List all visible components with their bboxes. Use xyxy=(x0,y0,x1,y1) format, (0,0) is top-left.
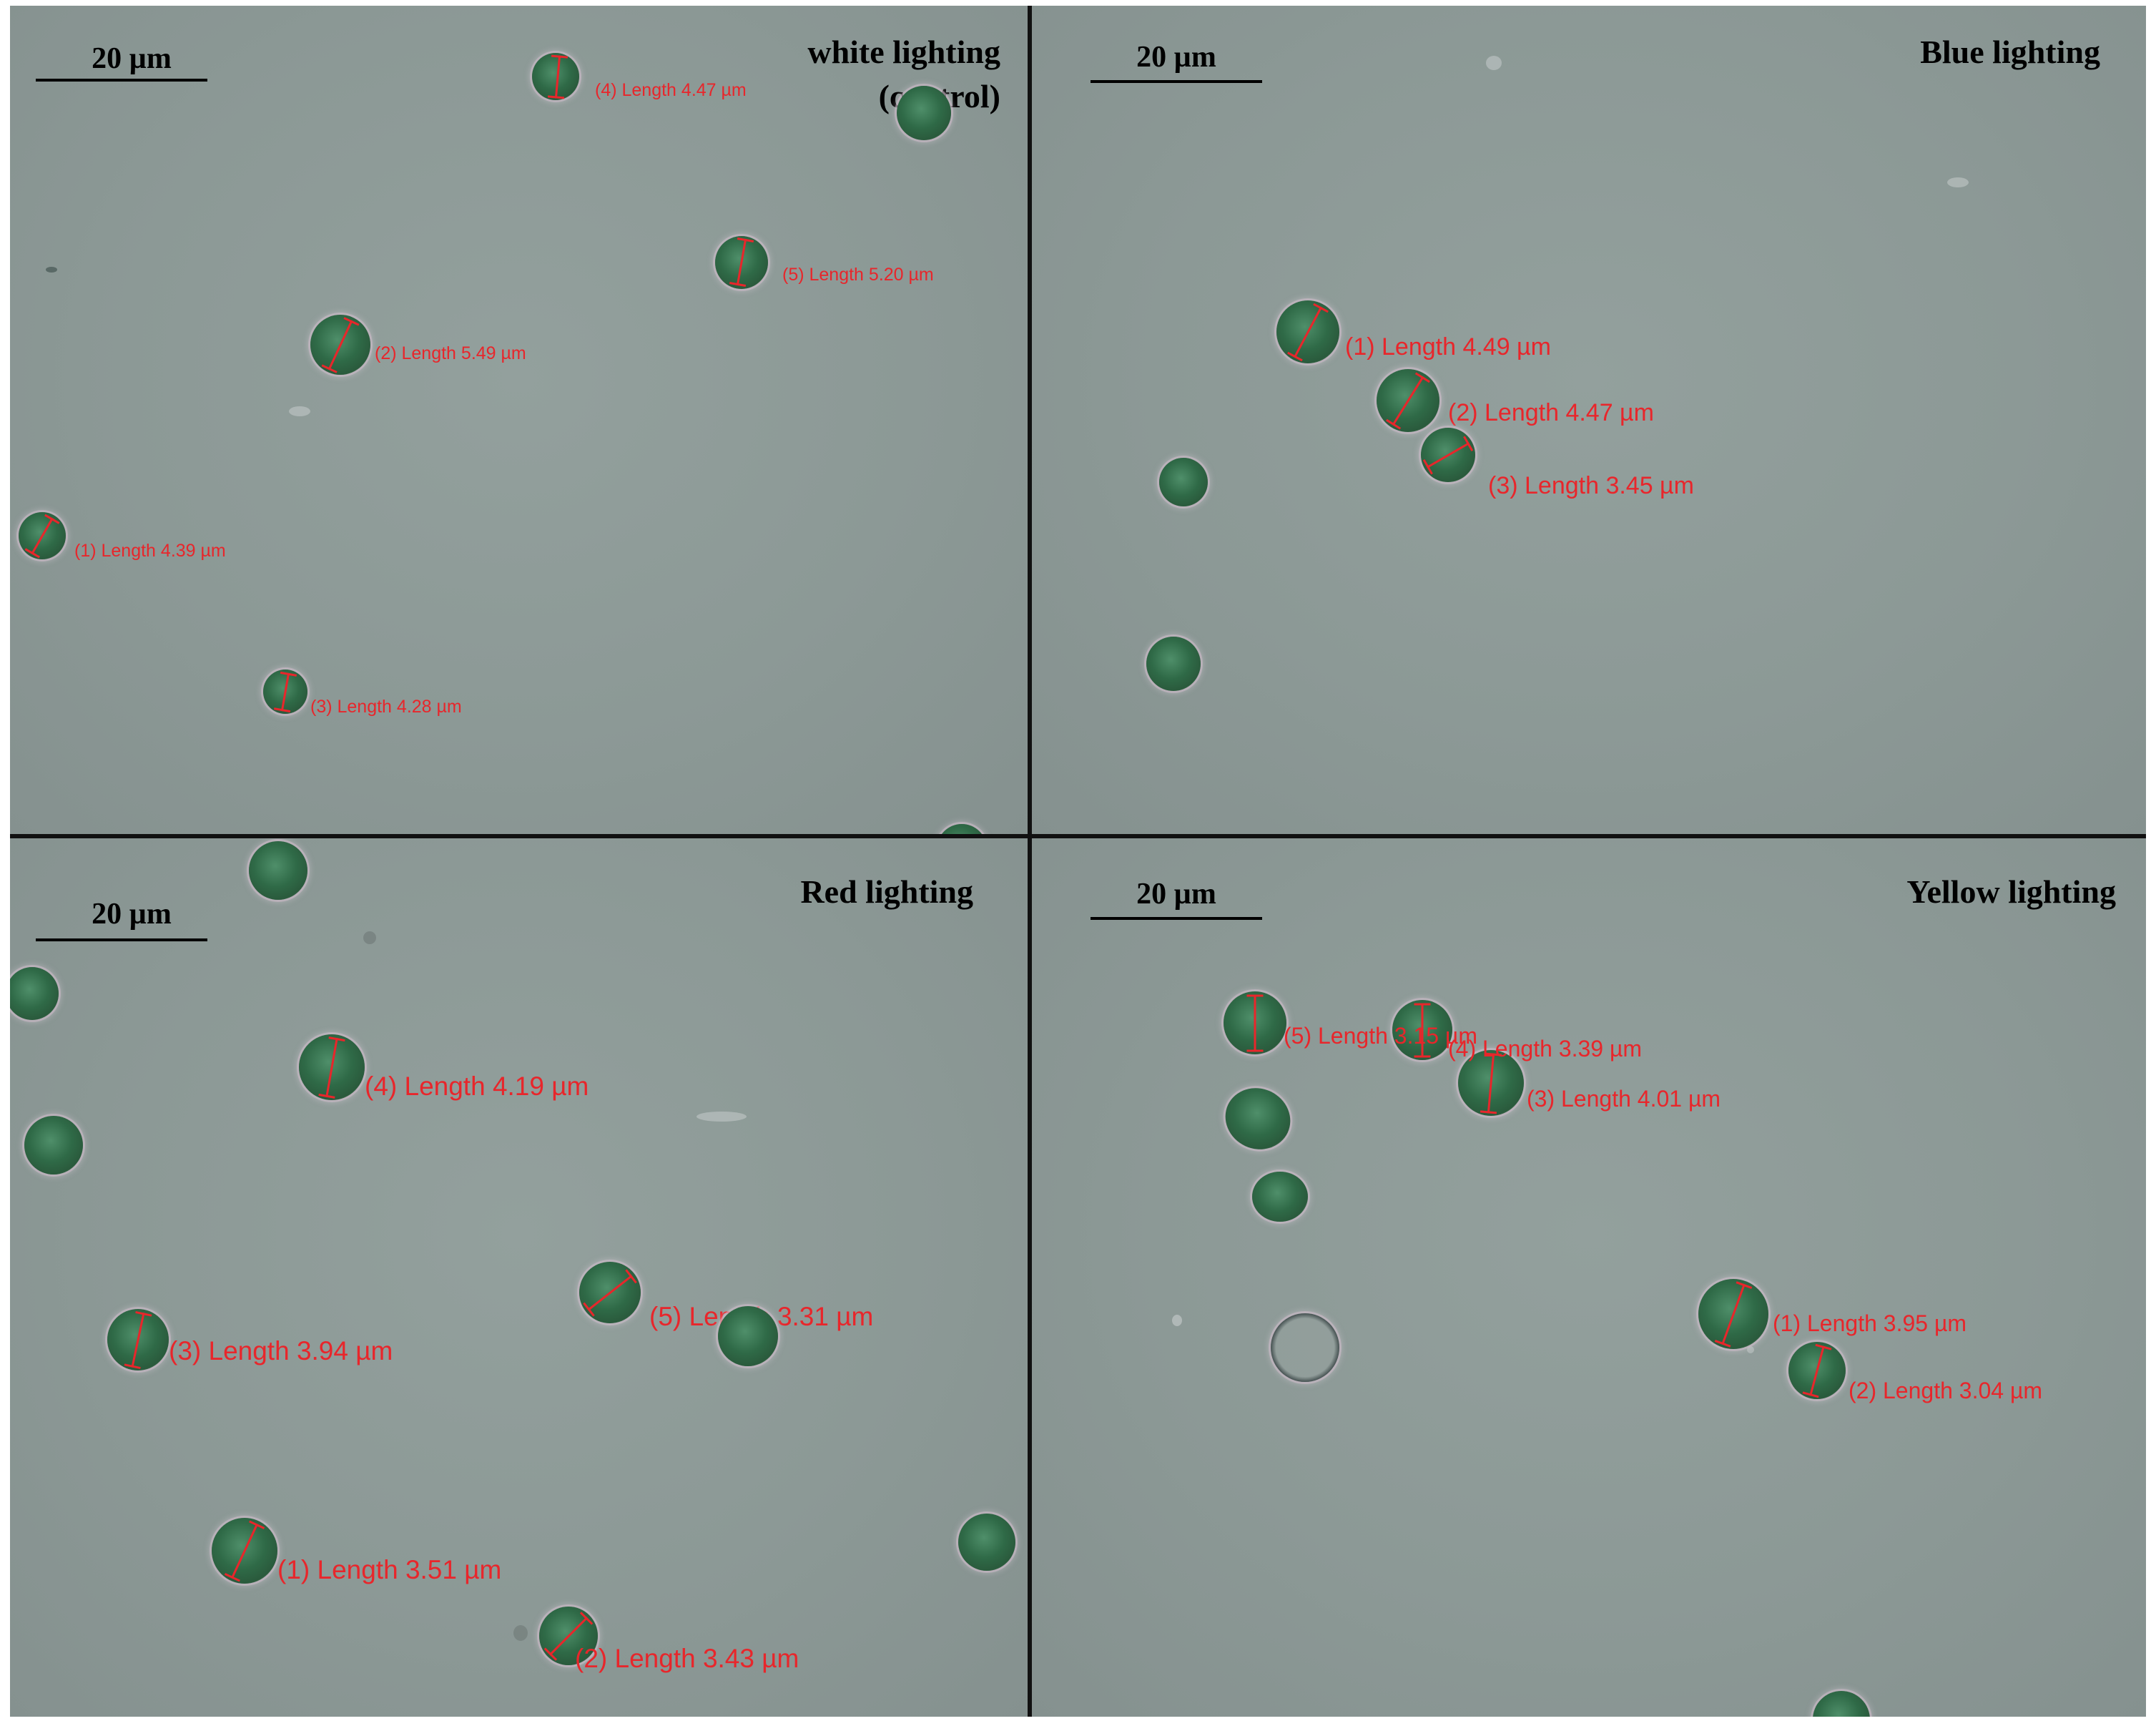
measurement-label: (5) Length 5.20 µm xyxy=(782,265,934,285)
measurement-label: (3) Length 4.01 µm xyxy=(1527,1086,1721,1112)
cell xyxy=(718,1306,778,1366)
measurement-label: (5) Length 3.15 µm xyxy=(1284,1023,1478,1049)
cell xyxy=(1146,637,1201,691)
debris xyxy=(696,1112,747,1122)
scale-bar xyxy=(36,79,207,82)
scale-bar-label: 20 µm xyxy=(92,42,172,75)
cell xyxy=(1252,1172,1308,1222)
scale-bar-label: 20 µm xyxy=(1136,878,1216,911)
measurement-label: (4) Length 4.47 µm xyxy=(595,80,747,100)
measurement-label: (4) Length 3.39 µm xyxy=(1448,1036,1643,1061)
panel-white-lighting: 20 µm white lighting (control) (1) Lengt… xyxy=(10,6,1028,834)
panel-title: Red lighting xyxy=(800,873,973,910)
debris xyxy=(46,267,57,273)
measurement-label: (1) Length 3.95 µm xyxy=(1773,1310,1967,1336)
cell xyxy=(958,1514,1015,1571)
debris xyxy=(513,1625,528,1641)
debris xyxy=(289,406,310,416)
scale-bar-label: 20 µm xyxy=(1136,41,1216,74)
measurement-label: (2) Length 3.04 µm xyxy=(1849,1378,2043,1403)
panel-yellow-lighting: 20 µm Yellow lighting (1) Length 3.95 µm… xyxy=(1032,838,2146,1717)
cell xyxy=(937,824,987,834)
measurement-label: (3) Length 4.28 µm xyxy=(310,697,462,717)
panel-blue-lighting: 20 µm Blue lighting (1) Length 4.49 µm (… xyxy=(1032,6,2146,834)
panel-divider xyxy=(1028,6,1032,1717)
measurement-label: (3) Length 3.94 µm xyxy=(169,1336,393,1365)
scale-bar xyxy=(1091,917,1262,920)
measurement-label: (2) Length 4.47 µm xyxy=(1448,399,1654,426)
measurement-label: (1) Length 4.39 µm xyxy=(74,541,226,561)
panel-divider xyxy=(10,834,2146,838)
cell xyxy=(1159,458,1208,506)
measurement-label: (4) Length 4.19 µm xyxy=(365,1072,589,1101)
cell xyxy=(1215,1077,1301,1160)
panel-title: Yellow lighting xyxy=(1906,873,2116,910)
scale-bar xyxy=(1091,80,1262,83)
empty-cell xyxy=(1271,1313,1339,1382)
measure-line xyxy=(1254,994,1256,1052)
debris xyxy=(363,931,376,944)
panel-red-lighting: 20 µm Red lighting (1) Length 3.51 µm (2… xyxy=(10,838,1028,1717)
cell xyxy=(24,1116,83,1175)
scale-bar xyxy=(36,938,207,941)
measurement-label: (1) Length 4.49 µm xyxy=(1345,333,1551,361)
debris xyxy=(1747,1346,1754,1353)
debris xyxy=(1947,177,1969,187)
measurement-label: (2) Length 5.49 µm xyxy=(375,343,526,363)
debris xyxy=(1172,1315,1182,1326)
panel-title: Blue lighting xyxy=(1920,34,2100,70)
measurement-label: (1) Length 3.51 µm xyxy=(277,1555,502,1584)
cell xyxy=(897,86,951,140)
debris xyxy=(1486,56,1502,70)
measurement-label: (3) Length 3.45 µm xyxy=(1488,472,1694,499)
panel-title: white lighting (control) xyxy=(807,34,1000,114)
cell xyxy=(10,967,59,1020)
cell xyxy=(249,841,307,900)
measurement-label: (2) Length 3.43 µm xyxy=(575,1644,799,1673)
cell xyxy=(1813,1691,1870,1717)
scale-bar-label: 20 µm xyxy=(92,898,172,931)
